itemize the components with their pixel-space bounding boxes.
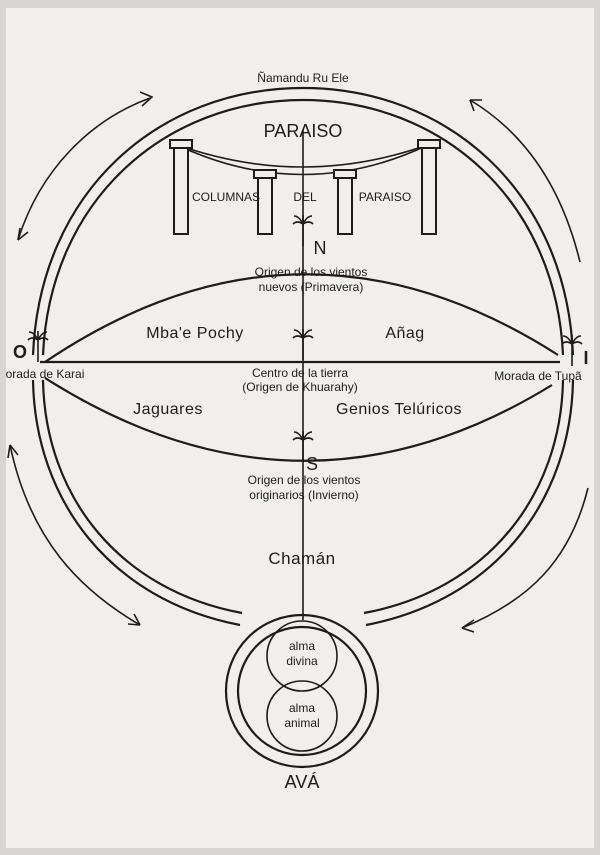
north-text-2: nuevos (Primavera) [259, 280, 364, 294]
cosmos-title: Ñamandu Ru Ele [257, 71, 349, 85]
column-icon [417, 139, 441, 235]
palm-tree-icon [292, 328, 314, 361]
north-text-1: Origen de los vientos [255, 265, 368, 279]
paradise-label: PARAISO [264, 121, 343, 141]
arrow-icon [7, 444, 141, 626]
divine-soul-label-1: alma [289, 639, 315, 653]
diagram-page: Ñamandu Ru Ele PARAISO COLUMNAS DEL PARA… [6, 8, 594, 848]
shaman-label: Chamán [268, 549, 335, 568]
ava-label: AVÁ [285, 772, 320, 792]
animal-soul-label-2: animal [284, 716, 319, 730]
cosmos-outer-ring [31, 86, 575, 627]
palm-tree-icon [292, 214, 314, 247]
divine-soul-label-2: divina [286, 654, 318, 668]
center-text-2: (Origen de Khuarahy) [242, 380, 357, 394]
earth-lens [40, 273, 560, 462]
cosmology-diagram: Ñamandu Ru Ele PARAISO COLUMNAS DEL PARA… [6, 71, 589, 792]
north-label: N [314, 238, 327, 258]
arrow-icon [469, 99, 581, 263]
center-text-1: Centro de la tierra [252, 366, 348, 380]
palm-tree-icon [561, 334, 583, 367]
columns-label-1: COLUMNAS [192, 190, 260, 204]
arrow-icon [461, 487, 589, 633]
east-label: I [583, 348, 588, 368]
ava-body [224, 613, 380, 769]
arrow-icon [17, 91, 154, 241]
upper-left-label: Mba'e Pochy [146, 325, 244, 342]
south-text-1: Origen de los vientos [248, 473, 361, 487]
column-icon [253, 169, 277, 235]
south-label: S [306, 454, 318, 474]
west-dwelling-label: Morada de Karai [6, 367, 84, 381]
columns-label-3: PARAISO [359, 190, 411, 204]
lower-left-label: Jaguares [133, 401, 203, 418]
lower-right-label: Genios Telúricos [336, 401, 462, 418]
east-dwelling-label: Morada de Tupã [494, 369, 582, 383]
columns-label-2: DEL [293, 190, 317, 204]
animal-soul-label-1: alma [289, 701, 315, 715]
south-text-2: originarios (Invierno) [249, 488, 358, 502]
west-label: O [13, 342, 27, 362]
upper-right-label: Añag [385, 325, 424, 342]
column-icon [169, 139, 193, 235]
column-icon [333, 169, 357, 235]
